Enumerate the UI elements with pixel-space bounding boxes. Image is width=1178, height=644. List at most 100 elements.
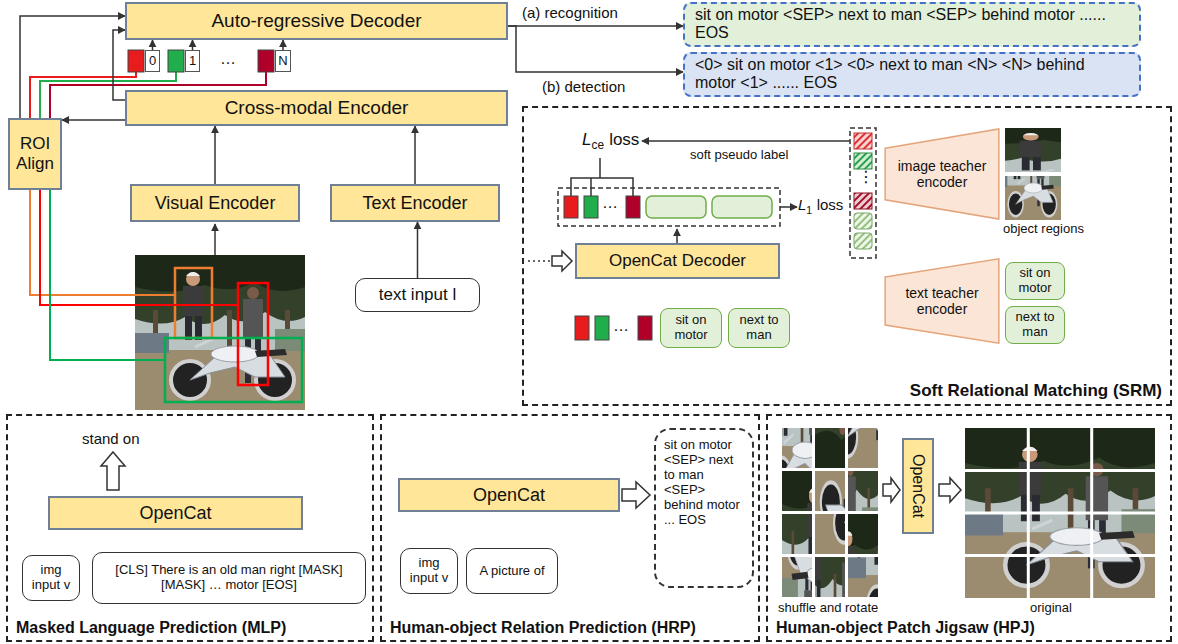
trapezoid-outline bbox=[885, 129, 999, 219]
label-group: object regions bbox=[1003, 222, 1084, 237]
panel-title: Soft Relational Matching (SRM) bbox=[910, 381, 1162, 401]
text-label: stand on bbox=[82, 430, 140, 447]
jigsaw-tiles bbox=[752, 308, 938, 644]
node-text: OpenCat Decoder bbox=[609, 251, 746, 271]
text-label: 1 bbox=[806, 204, 812, 216]
label-group: soft pseudo label bbox=[690, 148, 788, 163]
text-label: loss bbox=[817, 196, 844, 213]
edge-label: (a) recognition bbox=[520, 4, 620, 21]
node-text: 0 bbox=[149, 54, 156, 69]
label-group: original bbox=[1030, 601, 1072, 616]
trapezoid-outline bbox=[885, 259, 999, 343]
connector-arrow bbox=[192, 40, 194, 50]
dashed-panel: Soft Relational Matching (SRM) OpenCat De… bbox=[522, 106, 1172, 406]
node-text: Auto-regressive Decoder bbox=[211, 10, 421, 32]
label-group: stand on bbox=[82, 430, 140, 447]
connector-arrow bbox=[508, 25, 683, 27]
input-box: [CLS] There is an old man right [MASK] [… bbox=[92, 552, 366, 604]
node-text: sit on motor bbox=[1009, 266, 1061, 296]
label-group: … bbox=[602, 194, 618, 212]
node-text: image teacher encoder bbox=[892, 158, 992, 190]
label-group: L1 loss bbox=[798, 196, 843, 216]
node-text: OpenCat bbox=[139, 503, 211, 524]
connector-arrow bbox=[20, 16, 125, 118]
index-box: 0 bbox=[145, 50, 160, 72]
dashed-panel: Human-object Relation Prediction (HRP) Op… bbox=[380, 414, 760, 642]
text-label: … bbox=[613, 317, 629, 334]
image-arrow bbox=[214, 224, 216, 255]
connector-arrow bbox=[508, 26, 683, 72]
connector-arrow bbox=[417, 222, 419, 278]
node-text: img input v bbox=[29, 563, 73, 593]
model-box: OpenCat bbox=[398, 478, 620, 512]
text-label: … bbox=[220, 50, 236, 67]
node-text: text teacher encoder bbox=[892, 285, 992, 317]
label-group: shuffle and rotate bbox=[778, 601, 878, 616]
label-group: … bbox=[220, 50, 236, 68]
node-text: N bbox=[278, 54, 287, 69]
hollow-right-arrow bbox=[622, 482, 650, 508]
text-label: … bbox=[602, 194, 618, 211]
node-text: sit on motor <SEP> next to man <SEP> beh… bbox=[664, 438, 744, 528]
node-text: sit on motor bbox=[664, 313, 718, 343]
roi-box: ROI Align bbox=[8, 118, 62, 190]
output-box: sit on motor <SEP> next to man <SEP> beh… bbox=[654, 428, 754, 588]
decoder-box: Auto-regressive Decoder bbox=[125, 2, 508, 40]
token-box: sit on motor bbox=[660, 308, 722, 348]
text-label: ⋮ bbox=[858, 168, 874, 185]
model-box: OpenCat bbox=[48, 496, 303, 530]
panel-title: Human-object Relation Prediction (HRP) bbox=[390, 619, 696, 637]
text-label: soft pseudo label bbox=[690, 147, 788, 162]
node-text: ROI Align bbox=[16, 134, 54, 173]
label-group: Lceloss bbox=[582, 130, 639, 153]
token-box: next to man bbox=[728, 308, 790, 348]
label-group: ⋮ bbox=[858, 168, 874, 186]
input-box: img input v bbox=[22, 555, 80, 601]
node-text: Cross-modal Encoder bbox=[225, 97, 409, 119]
output-box: sit on motor <SEP> next to man <SEP> beh… bbox=[683, 2, 1141, 47]
output-box: <0> sit on motor <1> <0> next to man <N>… bbox=[683, 52, 1141, 97]
node-text: sit on motor <SEP> next to man <SEP> beh… bbox=[695, 6, 1129, 43]
input-box: text input l bbox=[355, 278, 480, 312]
text-label: L bbox=[582, 130, 591, 149]
index-box: N bbox=[275, 50, 291, 72]
token-box: sit on motor bbox=[1005, 262, 1065, 300]
connector-arrow bbox=[414, 126, 416, 184]
text-label: shuffle and rotate bbox=[778, 600, 878, 615]
label-group: … bbox=[613, 317, 629, 335]
scene-photo bbox=[135, 255, 305, 410]
token-box: next to man bbox=[1005, 306, 1065, 344]
encoder-box: Visual Encoder bbox=[130, 184, 300, 222]
connector-arrow bbox=[113, 30, 125, 100]
node-text: Visual Encoder bbox=[155, 193, 276, 214]
decoder-box: OpenCat Decoder bbox=[575, 243, 780, 279]
node-text: OpenCat bbox=[473, 485, 545, 506]
panel-title: Masked Language Prediction (MLP) bbox=[16, 619, 286, 637]
hollow-right-arrow bbox=[939, 478, 961, 502]
text-label: original bbox=[1030, 600, 1072, 615]
node-text: Text Encoder bbox=[362, 193, 467, 214]
hollow-right-arrow bbox=[883, 478, 900, 502]
encoder-box: Text Encoder bbox=[330, 184, 500, 222]
teacher-encoder: text teacher encoder bbox=[884, 258, 1000, 344]
soft-label-column bbox=[850, 128, 876, 258]
text-label: ce bbox=[591, 138, 604, 152]
connector-arrow bbox=[152, 40, 154, 50]
hollow-up-arrow bbox=[101, 452, 125, 490]
node-text: 1 bbox=[189, 54, 196, 69]
node-text: [CLS] There is an old man right [MASK] [… bbox=[99, 563, 359, 593]
input-box: A picture of bbox=[466, 548, 558, 594]
node-text: img input v bbox=[407, 556, 451, 586]
text-label: L bbox=[798, 196, 806, 213]
index-box: 1 bbox=[185, 50, 200, 72]
node-text: OpenCat bbox=[909, 454, 927, 518]
panel-title: Human-object Patch Jigsaw (HPJ) bbox=[776, 619, 1035, 637]
input-box: img input v bbox=[400, 548, 458, 594]
dashed-panel: Masked Language Prediction (MLP) OpenCat i… bbox=[6, 414, 374, 642]
teacher-encoder: image teacher encoder bbox=[884, 128, 1000, 220]
model-box: OpenCat bbox=[902, 438, 934, 534]
connector-arrow bbox=[214, 126, 216, 184]
connector-arrow bbox=[62, 119, 125, 121]
input-tokens bbox=[575, 316, 652, 340]
encoder-box: Cross-modal Encoder bbox=[125, 90, 508, 126]
